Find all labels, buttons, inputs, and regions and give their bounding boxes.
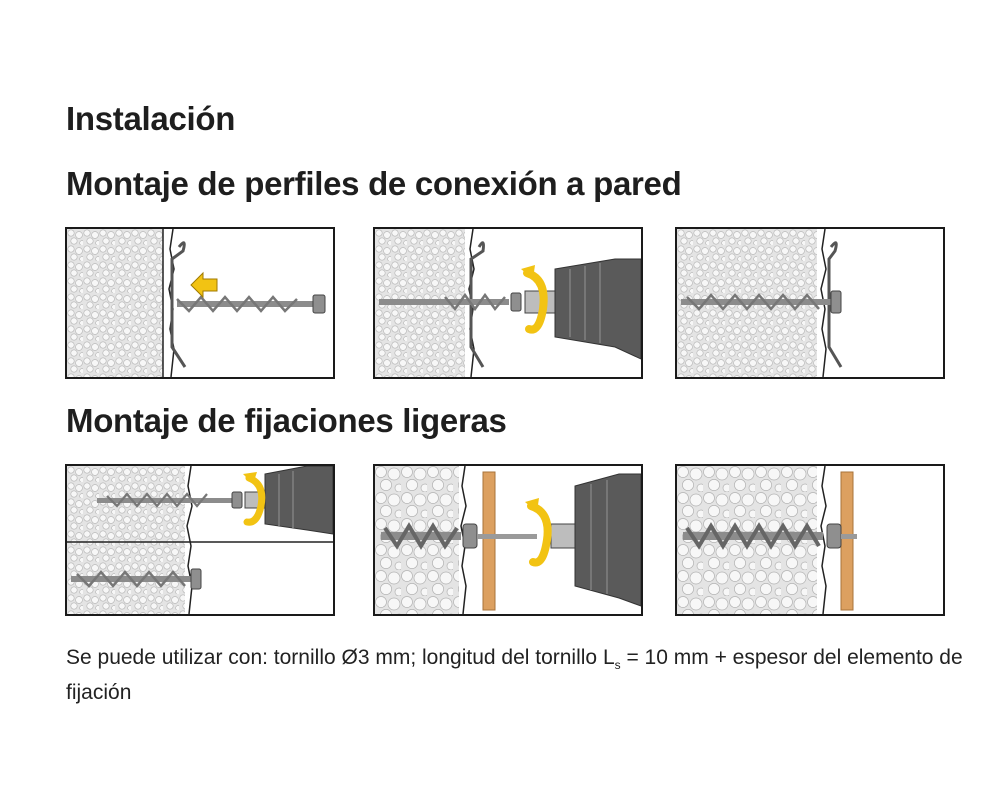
- step-installed-screw-illustration: [677, 229, 843, 377]
- wall-surface-line: [186, 466, 193, 614]
- page-title: Instalación: [66, 100, 236, 137]
- step-insert-screw-illustration: [67, 229, 326, 377]
- panel-wall-profile-step-3: [675, 227, 945, 379]
- screw-icon: [681, 290, 842, 314]
- insulation-layer: [67, 229, 163, 377]
- step-drill-and-install-illustration: [67, 466, 333, 614]
- section-heading-wall-profiles: Montaje de perfiles de conexión a pared: [66, 165, 682, 202]
- screw-icon: [97, 491, 243, 509]
- power-drill-icon: [550, 473, 641, 607]
- profile-bracket: [170, 241, 187, 368]
- panel-light-fixing-step-1: [65, 464, 335, 616]
- screw-icon: [379, 292, 522, 312]
- yellow-rotation-arrow-icon: [525, 498, 552, 567]
- panel-wall-profile-step-2: [373, 227, 643, 379]
- usage-note-text-1: Se puede utilizar con: tornillo Ø3 mm; l…: [66, 646, 615, 669]
- usage-note-subscript: s: [614, 658, 621, 672]
- step-fixed-element-illustration: [677, 466, 857, 614]
- panel-light-fixing-step-3: [675, 464, 945, 616]
- panel-wall-profile-step-1: [65, 227, 335, 379]
- yellow-rotation-arrow-icon: [243, 472, 266, 526]
- step-fix-element-illustration: [375, 466, 641, 614]
- usage-note-text-2: = 10 mm + espesor del elemento de fijaci…: [66, 646, 963, 704]
- wood-element: [482, 471, 496, 611]
- step-screw-drill-illustration: [375, 229, 641, 377]
- power-drill-icon: [244, 466, 333, 535]
- usage-note: Se puede utilizar con: tornillo Ø3 mm; l…: [66, 644, 966, 706]
- wood-element: [840, 471, 854, 611]
- panel-light-fixing-step-2: [373, 464, 643, 616]
- screw-icon: [683, 522, 857, 550]
- profile-bracket: [469, 241, 485, 368]
- profile-bracket: [827, 241, 843, 368]
- insulation-layer: [67, 466, 185, 614]
- screw-icon: [381, 522, 537, 550]
- section-heading-light-fixings: Montaje de fijaciones ligeras: [66, 402, 507, 439]
- yellow-insert-arrow-icon: [190, 271, 218, 299]
- screw-icon: [71, 568, 202, 590]
- yellow-rotation-arrow-icon: [521, 265, 548, 334]
- screw-icon: [176, 294, 326, 314]
